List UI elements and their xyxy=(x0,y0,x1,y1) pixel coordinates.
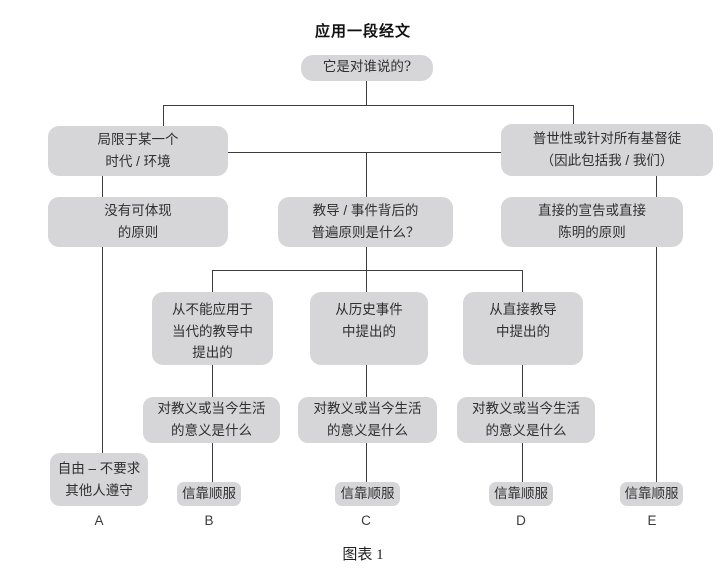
connector-d-top xyxy=(522,270,523,292)
source-box-d: 从直接教导 中提出的 xyxy=(463,292,583,365)
connector-mid-rail xyxy=(228,152,501,153)
column-label-c: C xyxy=(361,513,371,528)
connector-d-mid xyxy=(522,365,523,397)
outcome-box-d: 信靠顺服 xyxy=(489,482,553,506)
connector-b-bottom xyxy=(212,443,213,482)
connector-mid-drop xyxy=(366,152,367,197)
right-principle-box: 直接的宣告或直接 陈明的原则 xyxy=(501,197,683,247)
connector-d-bottom xyxy=(522,443,523,482)
right-scope-box: 普世性或针对所有基督徒 （因此包括我 / 我们） xyxy=(501,124,713,176)
connector-left-top xyxy=(163,105,164,126)
diagram-title: 应用一段经文 xyxy=(314,23,411,40)
outcome-box-a: 自由 – 不要求 其他人遵守 xyxy=(50,453,148,506)
connector-left-long xyxy=(102,247,103,453)
connector-bcd-branch xyxy=(212,270,523,271)
column-label-e: E xyxy=(647,513,657,528)
source-box-c: 从历史事件 中提出的 xyxy=(310,292,428,365)
source-box-b: 从不能应用于 当代的教导中 提出的 xyxy=(152,292,273,365)
column-label-b: B xyxy=(204,513,214,528)
significance-box-c: 对教义或当今生活 的意义是什么 xyxy=(298,397,437,443)
outcome-box-b: 信靠顺服 xyxy=(177,482,241,506)
significance-box-b: 对教义或当今生活 的意义是什么 xyxy=(143,397,280,443)
connector-left-scope-principle xyxy=(102,175,103,197)
left-principle-box: 没有可体现 的原则 xyxy=(48,197,228,247)
connector-right-scope-principle xyxy=(656,175,657,197)
connector-b-top xyxy=(212,270,213,292)
connector-top-branch xyxy=(163,105,574,106)
connector-c-mid xyxy=(366,365,367,397)
connector-c-bottom xyxy=(366,443,367,482)
outcome-box-c: 信靠顺服 xyxy=(335,482,400,506)
connector-e-long xyxy=(656,247,657,482)
column-label-d: D xyxy=(516,513,526,528)
significance-box-d: 对教义或当今生活 的意义是什么 xyxy=(457,397,595,443)
connector-b-mid xyxy=(212,365,213,397)
connector-mid-branch-drop xyxy=(366,247,367,270)
outcome-box-e: 信靠顺服 xyxy=(620,482,683,506)
middle-question-box: 教导 / 事件背后的 普遍原则是什么？ xyxy=(278,197,453,247)
left-scope-box: 局限于某一个 时代 / 环境 xyxy=(48,126,228,176)
connector-root-drop xyxy=(366,81,367,105)
connector-c-top xyxy=(366,270,367,292)
column-label-a: A xyxy=(94,513,104,528)
figure-caption: 图表 1 xyxy=(342,547,384,563)
connector-right-top xyxy=(573,105,574,124)
root-question-box: 它是对谁说的? xyxy=(301,55,433,81)
